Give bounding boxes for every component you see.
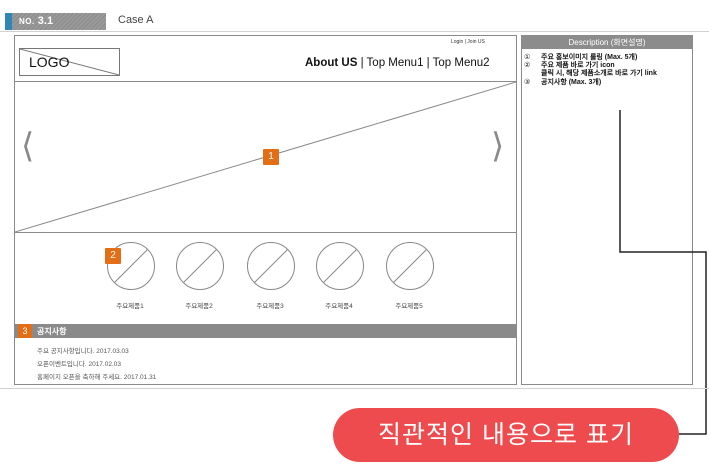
section-number: 3.1 bbox=[37, 15, 54, 27]
section-number-tab: NO. 3.1 bbox=[5, 13, 106, 30]
slider-divider bbox=[15, 232, 516, 233]
description-row-1-text: 주요 홍보이미지 롤링 (Max. 5개) bbox=[541, 54, 638, 61]
callout-bubble: 직관적인 내용으로 표기 bbox=[333, 408, 679, 462]
product-icon-3[interactable] bbox=[247, 242, 295, 290]
logo-placeholder-cross bbox=[20, 49, 119, 75]
gnb-divider bbox=[15, 81, 516, 82]
description-row-2: ② 주요 제품 바로 가기 icon bbox=[524, 62, 615, 70]
description-row-3-text: 공지사항 (Max. 3개) bbox=[541, 79, 602, 86]
notice-item-1[interactable]: 주요 공지사항입니다. 2017.03.03 bbox=[37, 348, 129, 355]
description-row-1: ① 주요 홍보이미지 롤링 (Max. 5개) bbox=[524, 54, 637, 62]
marker-badge-1: 1 bbox=[263, 149, 279, 165]
description-panel: Description (화면설명) ① 주요 홍보이미지 롤링 (Max. 5개… bbox=[521, 35, 693, 385]
product-icon-2[interactable] bbox=[176, 242, 224, 290]
product-label-2[interactable]: 주요제품2 bbox=[185, 303, 213, 310]
marker-badge-3: 3 bbox=[18, 324, 32, 338]
description-row-2-num: ② bbox=[524, 62, 531, 69]
description-row-3: ③ 공지사항 (Max. 3개) bbox=[524, 79, 601, 87]
product-label-5[interactable]: 주요제품5 bbox=[395, 303, 423, 310]
notice-title: 공지사항 bbox=[37, 327, 67, 336]
description-row-3-num: ③ bbox=[524, 79, 531, 86]
footer-divider bbox=[0, 388, 709, 389]
description-row-2b: 클릭 시, 해당 제품소개로 바로 가기 link bbox=[524, 70, 657, 78]
slider-next-icon[interactable]: ⟩ bbox=[491, 126, 505, 166]
notice-item-3[interactable]: 홈페이지 오픈을 축하해 주세요. 2017.01.31 bbox=[37, 374, 157, 381]
description-row-1-num: ① bbox=[524, 54, 531, 61]
product-icon-5[interactable] bbox=[386, 242, 434, 290]
top-menu[interactable]: About US | Top Menu1 | Top Menu2 bbox=[305, 57, 490, 69]
product-label-3[interactable]: 주요제품3 bbox=[256, 303, 284, 310]
product-icon-4[interactable] bbox=[316, 242, 364, 290]
description-title: Description (화면설명) bbox=[522, 36, 692, 49]
product-label-4[interactable]: 주요제품4 bbox=[325, 303, 353, 310]
section-accent-bar bbox=[5, 13, 12, 30]
logo-text: LOGO bbox=[29, 54, 70, 70]
wireframe-main: LOGO Login | Join US About US | Top Menu… bbox=[14, 35, 517, 385]
marker-badge-2: 2 bbox=[105, 248, 121, 264]
header-divider bbox=[0, 31, 709, 32]
notice-header-bar: 3 공지사항 bbox=[15, 324, 516, 338]
product-label-1[interactable]: 주요제품1 bbox=[116, 303, 144, 310]
case-label: Case A bbox=[118, 14, 154, 26]
logo-placeholder[interactable]: LOGO bbox=[19, 48, 120, 76]
menu-top-items[interactable]: | Top Menu1 | Top Menu2 bbox=[357, 57, 490, 69]
util-links[interactable]: Login | Join US bbox=[451, 39, 485, 45]
slider-prev-icon[interactable]: ⟨ bbox=[21, 126, 35, 166]
description-row-2b-text: 클릭 시, 해당 제품소개로 바로 가기 link bbox=[541, 70, 657, 77]
notice-item-2[interactable]: 오픈이벤트입니다. 2017.02.03 bbox=[37, 361, 121, 368]
description-row-2-text: 주요 제품 바로 가기 icon bbox=[541, 62, 615, 69]
menu-about-us[interactable]: About US bbox=[305, 57, 358, 69]
section-number-prefix: NO. bbox=[19, 17, 35, 26]
